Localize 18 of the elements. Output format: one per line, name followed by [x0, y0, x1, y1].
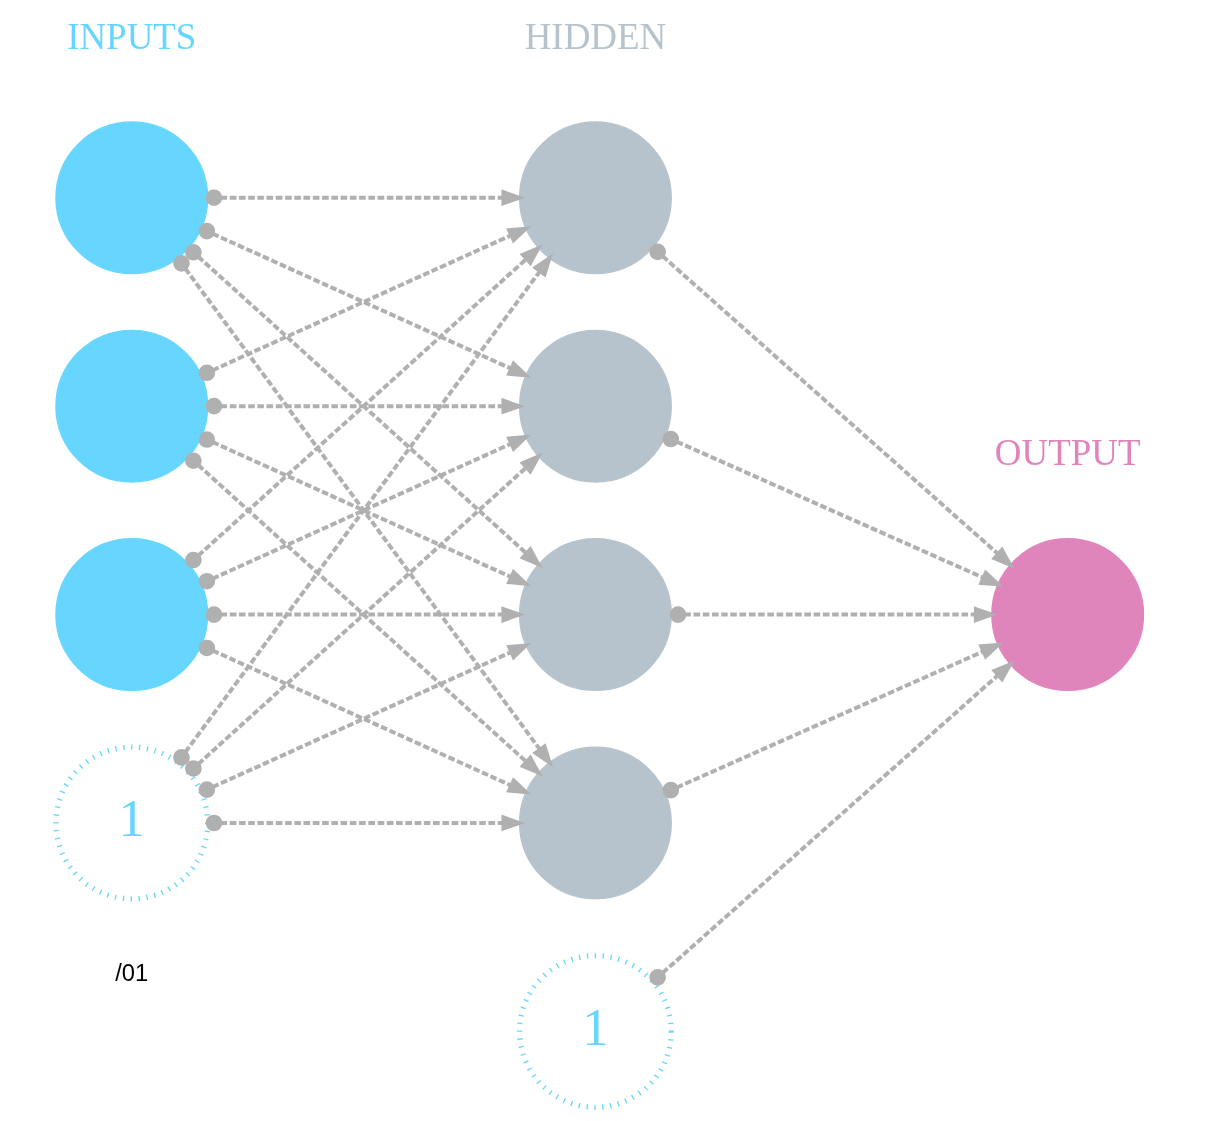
- node-circle: 1: [52, 744, 210, 902]
- arrow: [184, 452, 543, 777]
- label: OUTPUT: [994, 432, 1140, 474]
- arrow: [648, 243, 1015, 569]
- node-circle: [54, 538, 208, 692]
- arrow: [669, 606, 998, 623]
- arrow: [205, 814, 525, 832]
- arrow: [205, 397, 525, 415]
- arrow: [205, 189, 525, 207]
- arrow: [205, 606, 525, 623]
- arrow: [662, 430, 1003, 587]
- label: HIDDEN: [524, 15, 666, 57]
- arrow: [648, 660, 1015, 986]
- label: INPUTS: [66, 15, 196, 57]
- arrow: [662, 642, 1003, 799]
- node-circle: [54, 329, 208, 483]
- label: /01: [114, 959, 148, 986]
- node-circle: 1: [516, 952, 674, 1110]
